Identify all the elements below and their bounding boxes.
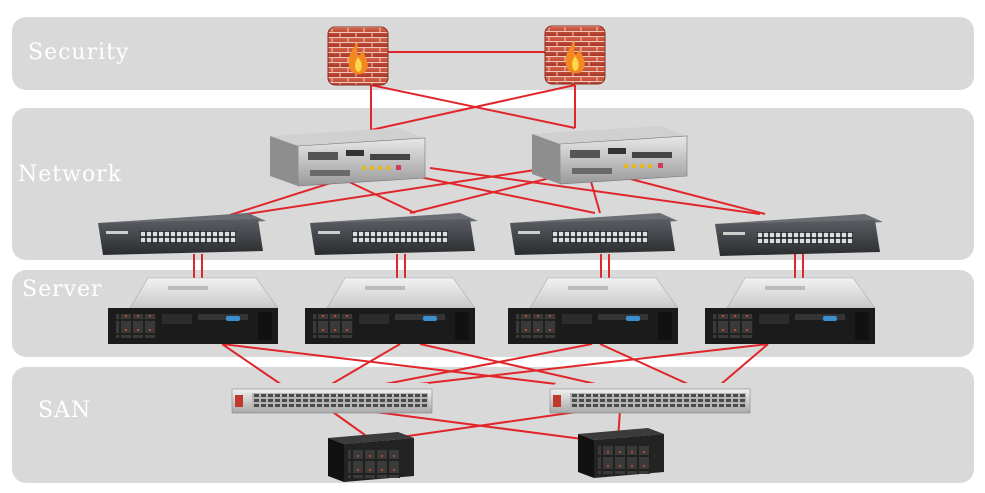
nas-storage-icon <box>328 432 414 482</box>
firewall-icon <box>327 26 389 86</box>
link-srv4-san2 <box>719 343 769 386</box>
switch-icon <box>98 213 266 255</box>
link-san1-nas2 <box>359 409 591 441</box>
san-switch-icon <box>231 383 433 414</box>
link-r1-s1 <box>229 179 341 216</box>
switch-icon <box>715 214 883 256</box>
switch-icon <box>310 213 478 255</box>
rack-server-icon <box>108 277 279 344</box>
link-r1-s2 <box>344 179 416 214</box>
san-zone <box>12 367 974 483</box>
link-srv1-san1 <box>221 343 283 386</box>
rack-server-icon <box>508 277 679 344</box>
link-r2-s1 <box>239 169 536 216</box>
link-r2-s2 <box>409 177 551 214</box>
security-zone-label: Security <box>28 40 130 65</box>
switch-icon <box>510 213 678 255</box>
link-srv4-san1 <box>409 343 769 386</box>
nas-storage-icon <box>578 428 664 478</box>
link-r2-s3 <box>589 177 601 214</box>
server-zone-label: Server <box>22 277 103 302</box>
rack-server-icon <box>705 277 876 344</box>
links <box>193 51 804 441</box>
link-srv1-san2 <box>221 343 566 386</box>
router-icon <box>270 128 426 187</box>
san-switch-icon <box>549 383 751 414</box>
router-icon <box>532 126 688 185</box>
san-zone-label: SAN <box>38 398 92 423</box>
link-r1-s4 <box>429 167 761 215</box>
rack-server-icon <box>305 277 476 344</box>
firewall-icon <box>544 25 606 85</box>
network-zone-label: Network <box>18 162 123 187</box>
link-san2-nas1 <box>379 409 591 441</box>
link-srv2-san2 <box>419 343 601 386</box>
link-fw2-r1 <box>370 84 576 131</box>
link-r2-s4 <box>614 174 766 215</box>
link-r1-s3 <box>409 174 596 214</box>
security-zone <box>12 17 974 90</box>
link-srv3-san1 <box>379 343 593 386</box>
link-srv3-san2 <box>599 343 691 386</box>
link-srv2-san1 <box>329 343 401 386</box>
